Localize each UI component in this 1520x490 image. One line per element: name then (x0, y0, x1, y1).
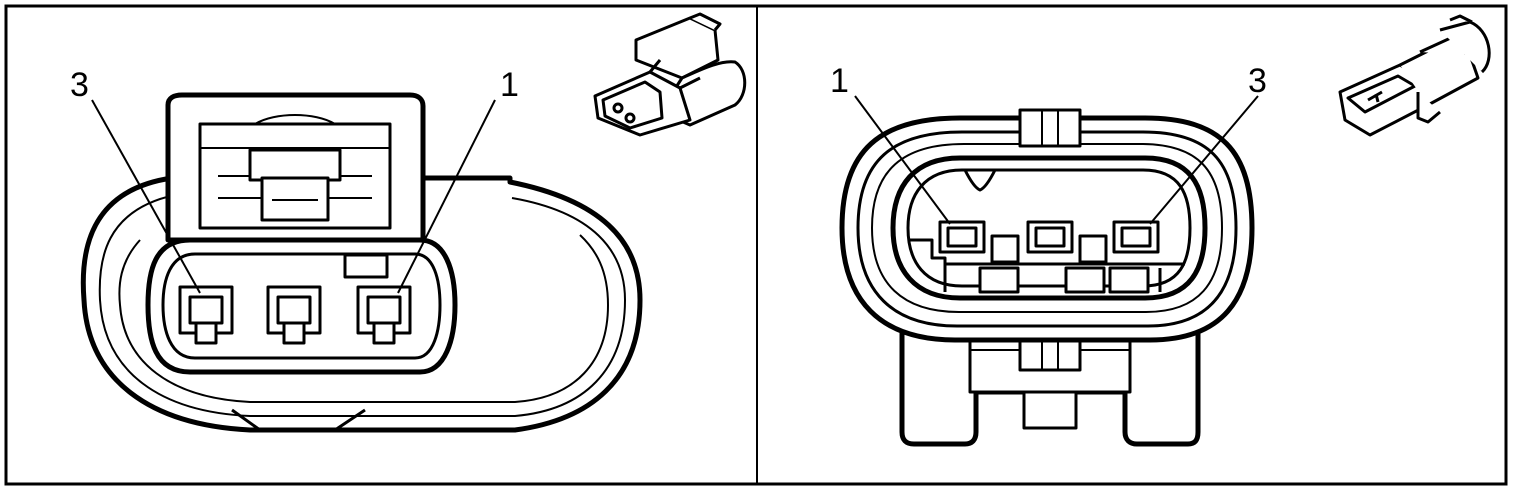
right-lower-socket-1 (978, 266, 1020, 294)
right-leader-3 (1149, 95, 1259, 225)
right-mini-connector-icon (1338, 14, 1491, 137)
right-terminal-1 (938, 220, 986, 254)
left-terminal-1 (356, 285, 412, 345)
right-divider-b (1078, 234, 1108, 264)
right-pin-shelf (908, 238, 947, 292)
left-polarizing-key (343, 253, 389, 279)
right-terminal-2 (1026, 220, 1074, 254)
left-connector-face (80, 92, 643, 433)
left-bottom-nub (231, 408, 366, 432)
left-terminal-3 (178, 285, 234, 345)
left-terminal-2 (266, 285, 322, 345)
right-divider-a (990, 234, 1020, 264)
right-outer-ring (856, 130, 1238, 328)
right-top-key (1018, 108, 1082, 148)
right-callout-1: 1 (830, 62, 849, 100)
left-latch-arc (254, 114, 336, 125)
left-callout-3: 3 (70, 66, 89, 104)
left-leader-1 (397, 99, 496, 294)
left-outer-ring-3 (118, 234, 609, 403)
left-lock-tab (248, 148, 342, 182)
left-outer-ring-2 (98, 194, 626, 417)
right-outer-ring-2 (871, 143, 1223, 313)
right-connector-face (839, 108, 1255, 447)
right-cavity-notch (963, 168, 997, 192)
right-lower-tab (1022, 390, 1078, 430)
left-callout-1: 1 (500, 66, 519, 104)
right-lower-socket-3 (1108, 266, 1150, 294)
right-callout-3: 3 (1248, 62, 1267, 100)
left-leader-3 (91, 99, 201, 294)
right-terminal-3 (1112, 220, 1160, 254)
left-mini-connector-icon (593, 12, 747, 137)
right-lower-socket-2 (1064, 266, 1106, 294)
right-leader-1 (854, 95, 951, 225)
